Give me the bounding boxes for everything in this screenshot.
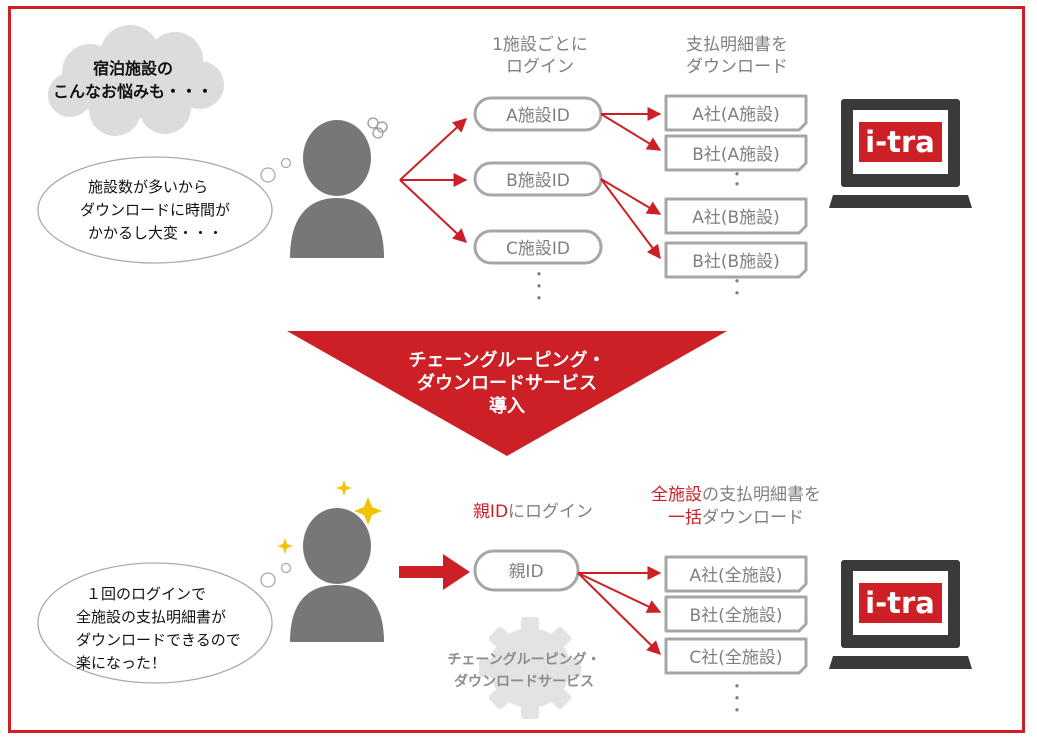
before-download-arrows xyxy=(600,107,662,260)
after-download-caption-line2: 一括ダウンロード xyxy=(668,508,804,528)
svg-text:・: ・ xyxy=(531,289,547,308)
after-bubble-line2: 全施設の支払明細書が xyxy=(76,608,226,626)
svg-text:A社(B施設): A社(B施設) xyxy=(692,208,780,228)
after-login-caption: 親IDにログイン xyxy=(473,502,593,522)
diagram-frame xyxy=(8,6,1025,733)
facility-id-b: B施設ID xyxy=(473,161,603,197)
svg-text:C施設ID: C施設ID xyxy=(506,239,570,259)
worried-person-icon xyxy=(290,120,384,258)
svg-text:・: ・ xyxy=(729,272,745,291)
facility-id-a: A施設ID xyxy=(473,96,603,132)
gear-text-line1: チェーングルーピング・ xyxy=(447,651,600,668)
docs-ellipsis-3: ・ ・ ・ xyxy=(729,677,745,720)
header-download-line2: ダウンロード xyxy=(686,57,788,77)
banner-line1: チェーングルーピング・ xyxy=(408,349,605,371)
before-bubble-line3: かかるし大変・・・ xyxy=(88,224,223,242)
svg-text:B社(B施設): B社(B施設) xyxy=(692,252,780,272)
svg-text:C社(全施設): C社(全施設) xyxy=(689,648,782,668)
svg-text:・: ・ xyxy=(729,701,745,720)
confusion-swirl-icon xyxy=(367,117,388,139)
svg-text:・: ・ xyxy=(729,689,745,708)
document-a-company-all: A社(全施設) xyxy=(664,555,808,593)
after-bubble-line3: ダウンロードできるので xyxy=(76,631,241,649)
before-bubble-line1: 施設数が多いから xyxy=(88,178,208,196)
svg-text:B施設ID: B施設ID xyxy=(506,171,570,191)
svg-text:・: ・ xyxy=(729,284,745,303)
ids-ellipsis: ・ ・ ・ xyxy=(531,265,547,308)
before-speech-bubble: 施設数が多いから ダウンロードに時間が かかるし大変・・・ xyxy=(37,156,292,264)
svg-text:・: ・ xyxy=(729,677,745,696)
banner-line3: 導入 xyxy=(489,395,525,417)
after-bubble-line4: 楽になった！ xyxy=(76,654,166,672)
svg-text:・: ・ xyxy=(729,165,745,184)
svg-text:・: ・ xyxy=(729,175,745,194)
document-b-company-a-facility: B社(A施設) xyxy=(664,134,808,172)
svg-text:親ID: 親ID xyxy=(508,562,543,582)
parent-id: 親ID xyxy=(473,549,580,592)
header-login-line2: ログイン xyxy=(506,57,574,77)
header-download-line1: 支払明細書を xyxy=(686,35,788,55)
banner-line2: ダウンロードサービス xyxy=(417,372,597,394)
cloud-text-line1: 宿泊施設の xyxy=(93,59,173,78)
sparkle-icon xyxy=(277,480,382,554)
gear-text-line2: ダウンロードサービス xyxy=(454,673,594,690)
i-tra-logo: i-tra xyxy=(865,586,935,620)
document-b-company-all: B社(全施設) xyxy=(664,595,808,633)
before-login-arrows xyxy=(399,118,468,243)
i-tra-logo: i-tra xyxy=(865,125,935,159)
svg-text:A社(全施設): A社(全施設) xyxy=(690,566,783,586)
gear-icon: チェーングルーピング・ ダウンロードサービス xyxy=(447,617,601,719)
facility-id-c: C施設ID xyxy=(473,229,603,265)
before-bubble-line2: ダウンロードに時間が xyxy=(80,201,230,219)
docs-ellipsis-1: ・ ・ xyxy=(729,165,745,194)
svg-text:・: ・ xyxy=(531,277,547,296)
svg-text:A社(A施設): A社(A施設) xyxy=(692,105,780,125)
laptop-icon-after: i-tra xyxy=(829,560,972,669)
svg-text:A施設ID: A施設ID xyxy=(506,106,570,126)
after-download-arrows xyxy=(577,566,662,655)
svg-text:B社(A施設): B社(A施設) xyxy=(692,145,780,165)
svg-text:・: ・ xyxy=(531,265,547,284)
after-download-caption-line1: 全施設の支払明細書を xyxy=(651,485,821,505)
login-arrow xyxy=(399,554,470,590)
service-introduction-banner: チェーングルーピング・ ダウンロードサービス 導入 xyxy=(287,331,727,456)
svg-text:B社(全施設): B社(全施設) xyxy=(690,606,783,626)
docs-ellipsis-2: ・ ・ xyxy=(729,272,745,303)
laptop-icon-before: i-tra xyxy=(829,99,972,208)
cloud-text-line2: こんなお悩みも・・・ xyxy=(53,82,213,101)
happy-person-icon xyxy=(290,508,384,642)
document-c-company-all: C社(全施設) xyxy=(664,637,808,675)
after-bubble-line1: １回のログインで xyxy=(86,585,206,603)
after-speech-bubble: １回のログインで 全施設の支払明細書が ダウンロードできるので 楽になった！ xyxy=(37,562,292,684)
header-login-line1: 1施設ごとに xyxy=(492,35,588,55)
document-a-company-a-facility: A社(A施設) xyxy=(664,94,808,132)
document-b-company-b-facility: B社(B施設) xyxy=(664,241,808,279)
document-a-company-b-facility: A社(B施設) xyxy=(664,197,808,235)
thought-cloud: 宿泊施設の こんなお悩みも・・・ xyxy=(48,25,224,136)
